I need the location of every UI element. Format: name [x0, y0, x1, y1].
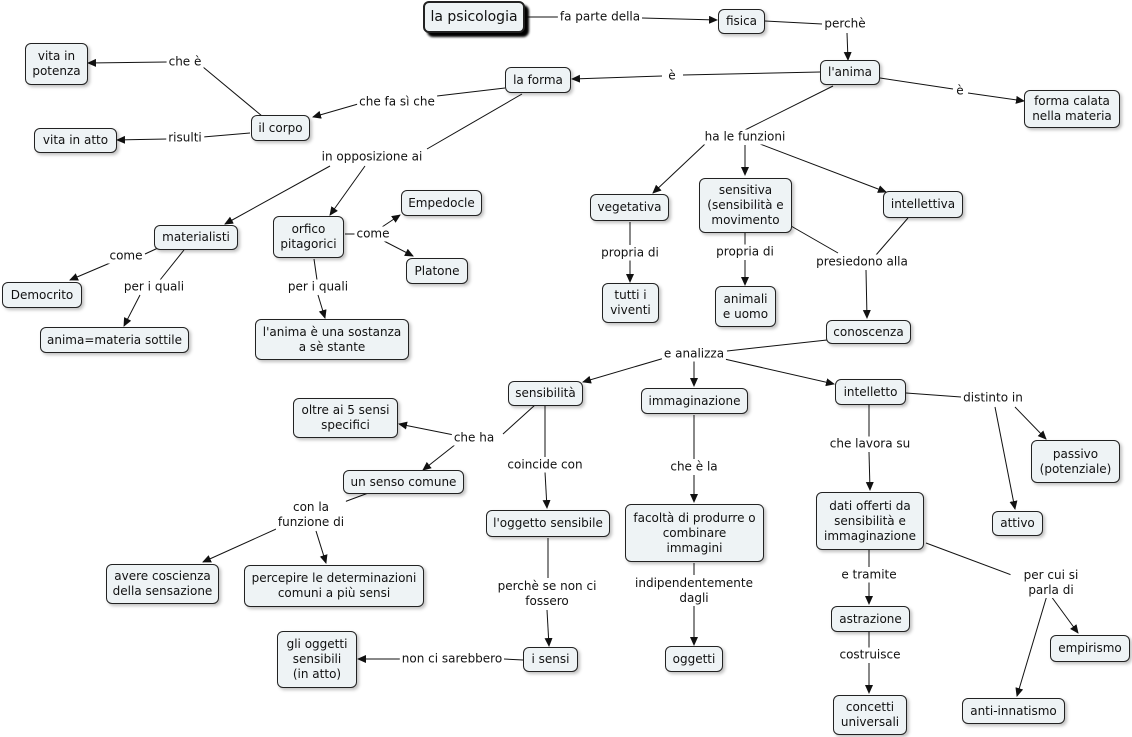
link-indipendentemente-dagli: indipendentemente dagli [633, 576, 755, 606]
link-e-calata: è [954, 83, 966, 99]
node-percepire[interactable]: percepire le determinazioni comuni a più… [244, 565, 424, 607]
node-gli-oggetti-sensibili[interactable]: gli oggetti sensibili (in atto) [277, 631, 357, 688]
node-tutti-i-viventi[interactable]: tutti i viventi [602, 283, 659, 323]
node-forma-calata[interactable]: forma calata nella materia [1024, 90, 1120, 128]
link-e-forma: è [666, 68, 678, 84]
link-risulti: risulti [166, 130, 204, 146]
link-con-la-funzione-di: con la funzione di [275, 500, 347, 530]
node-l-anima[interactable]: l'anima [820, 60, 880, 85]
link-perche: perchè [822, 16, 868, 32]
link-come-orfico: come [354, 226, 392, 242]
node-oggetti[interactable]: oggetti [665, 646, 723, 672]
link-che-ha: che ha [451, 430, 497, 446]
node-intelletto[interactable]: intelletto [835, 379, 906, 405]
node-immaginazione[interactable]: immaginazione [641, 388, 748, 414]
node-concetti-universali[interactable]: concetti universali [833, 695, 907, 735]
node-dati-offerti[interactable]: dati offerti da sensibilità e immaginazi… [816, 492, 924, 550]
node-vegetativa[interactable]: vegetativa [590, 194, 669, 221]
link-e-tramite: e tramite [839, 567, 899, 583]
node-orfico-pitagorici[interactable]: orfico pitagorici [273, 216, 344, 258]
link-distinto-in: distinto in [961, 390, 1025, 406]
link-che-e: che è [166, 54, 204, 70]
link-per-cui-si-parla-di: per cui si parla di [1010, 568, 1092, 598]
node-vita-in-atto[interactable]: vita in atto [34, 128, 117, 153]
link-fa-parte-della: fa parte della [557, 9, 643, 25]
node-i-sensi[interactable]: i sensi [523, 647, 578, 672]
link-coincide-con: coincide con [505, 457, 585, 473]
node-l-oggetto-sensibile[interactable]: l'oggetto sensibile [486, 510, 610, 537]
node-un-senso-comune[interactable]: un senso comune [343, 470, 464, 494]
node-intellettiva[interactable]: intellettiva [883, 191, 963, 218]
node-astrazione[interactable]: astrazione [831, 606, 910, 632]
link-propria-di-sensitiva: propria di [714, 244, 776, 260]
link-come-materialisti: come [107, 248, 145, 264]
node-attivo[interactable]: attivo [992, 511, 1043, 536]
link-propria-di-vegetativa: propria di [599, 245, 661, 261]
link-per-i-quali-materialisti: per i quali [121, 279, 187, 295]
link-per-i-quali-orfico: per i quali [285, 279, 351, 295]
link-ha-le-funzioni: ha le funzioni [702, 129, 788, 145]
node-democrito[interactable]: Democrito [2, 282, 82, 308]
link-non-ci-sarebbero: non ci sarebbero [399, 651, 505, 667]
node-il-corpo[interactable]: il corpo [251, 115, 310, 141]
node-anima-sostanza[interactable]: l'anima è una sostanza a sè stante [255, 319, 409, 360]
node-empirismo[interactable]: empirismo [1050, 635, 1130, 662]
node-platone[interactable]: Platone [406, 258, 468, 284]
node-la-psicologia[interactable]: la psicologia [423, 1, 525, 33]
node-facolta[interactable]: facoltà di produrre o combinare immagini [625, 504, 764, 562]
link-perche-se-non-ci-fossero: perchè se non ci fossero [495, 579, 599, 609]
link-che-fa-si-che: che fa sì che [357, 94, 437, 110]
link-presiedono-alla: presiedono alla [814, 254, 910, 270]
node-avere-coscienza[interactable]: avere coscienza della sensazione [106, 564, 219, 604]
node-oltre-ai-5-sensi[interactable]: oltre ai 5 sensi specifici [293, 398, 398, 438]
link-e-analizza: e analizza [661, 346, 727, 362]
node-anima-materia-sottile[interactable]: anima=materia sottile [40, 327, 189, 353]
node-conoscenza[interactable]: conoscenza [826, 320, 911, 344]
node-sensibilita[interactable]: sensibilità [508, 381, 583, 406]
link-che-lavora-su: che lavora su [827, 436, 913, 452]
node-materialisti[interactable]: materialisti [154, 225, 238, 250]
link-costruisce: costruisce [837, 647, 903, 663]
node-vita-in-potenza[interactable]: vita in potenza [25, 43, 88, 85]
node-sensitiva[interactable]: sensitiva (sensibilità e movimento [699, 178, 792, 233]
link-che-e-la: che è la [668, 459, 720, 475]
node-empedocle[interactable]: Empedocle [401, 190, 482, 216]
node-anti-innatismo[interactable]: anti-innatismo [962, 698, 1065, 724]
link-in-opposizione-ai: in opposizione ai [319, 149, 425, 165]
node-animali-e-uomo[interactable]: animali e uomo [715, 286, 776, 327]
node-la-forma[interactable]: la forma [505, 67, 571, 93]
node-passivo[interactable]: passivo (potenziale) [1031, 440, 1120, 483]
node-fisica[interactable]: fisica [718, 9, 765, 34]
